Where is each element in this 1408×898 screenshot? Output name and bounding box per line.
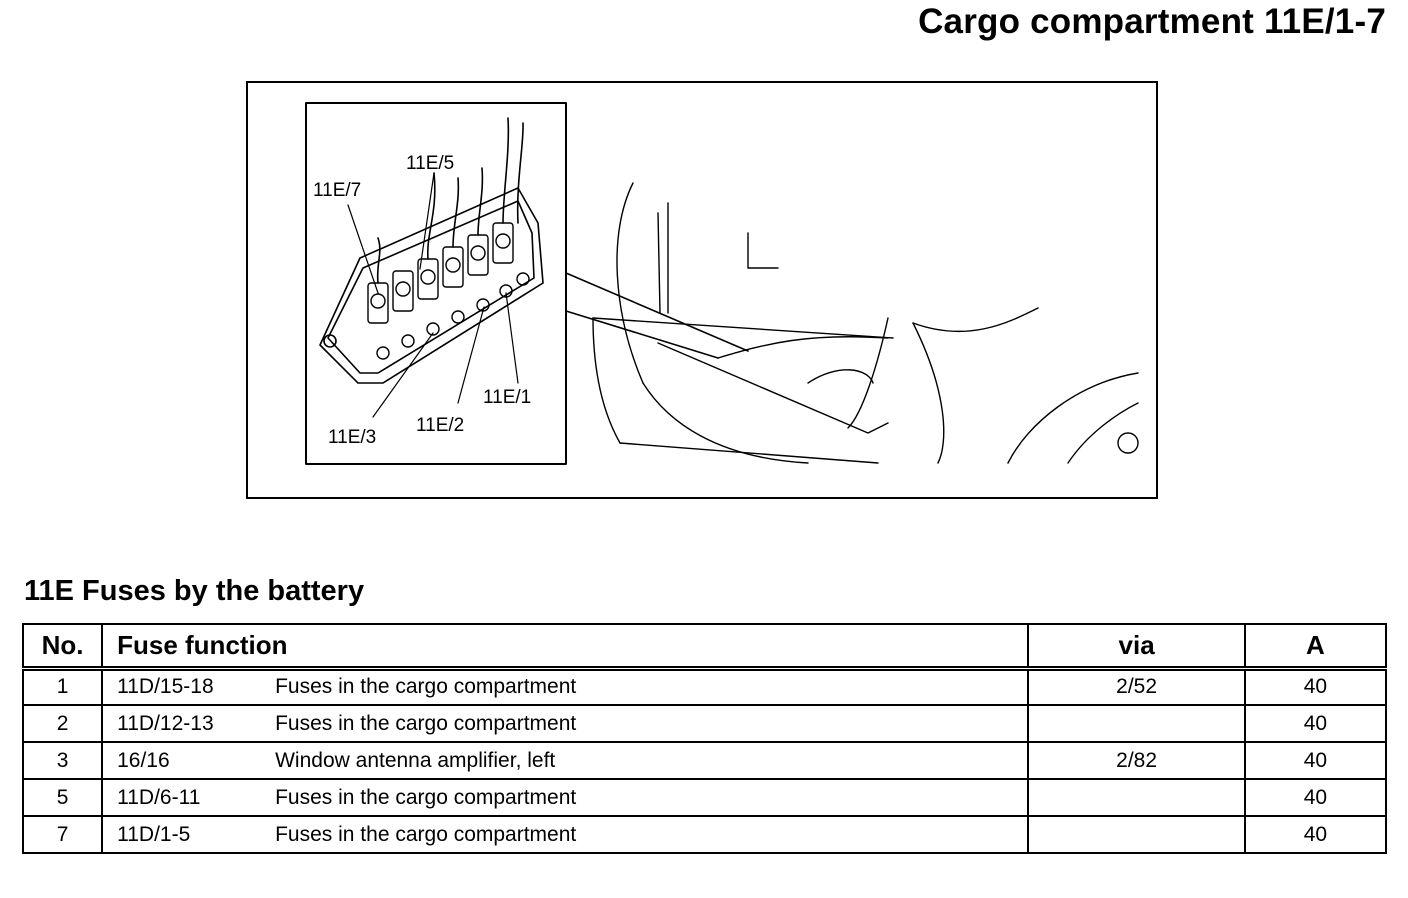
- row-no: 7: [21, 815, 104, 854]
- row-ref: 11D/12-13: [117, 711, 214, 735]
- row-via: [1027, 778, 1246, 817]
- row-function: 16/16 Window antenna amplifier, left: [101, 741, 1030, 780]
- label-11e1: 11E/1: [483, 387, 532, 408]
- label-11e5: 11E/5: [406, 153, 455, 174]
- row-function: 11D/12-13 Fuses in the cargo compartment: [101, 704, 1030, 743]
- car-rear-drawing: [592, 182, 1139, 464]
- row-amp: 40: [1243, 778, 1388, 817]
- row-ref: 16/16: [117, 748, 170, 772]
- row-function: 11D/1-5 Fuses in the cargo compartment: [101, 815, 1030, 854]
- row-desc: Fuses in the cargo compartment: [275, 785, 577, 809]
- header-via: via: [1027, 623, 1246, 671]
- row-ref: 11D/6-11: [117, 785, 201, 809]
- row-via: [1027, 815, 1246, 854]
- table-row: 3 16/16 Window antenna amplifier, left 2/…: [21, 741, 1388, 780]
- label-leader-lines: [347, 172, 519, 418]
- row-via: 2/52: [1027, 667, 1246, 706]
- row-no: 1: [21, 667, 104, 706]
- label-11e7: 11E/7: [313, 180, 362, 201]
- fuse-box-drawing: [319, 117, 544, 384]
- fuse-location-illustration: 11E/7 11E/5 11E/3 11E/2 11E/1: [246, 81, 1158, 499]
- label-11e3: 11E/3: [328, 427, 377, 448]
- page-title: Cargo compartment 11E/1-7: [918, 2, 1386, 41]
- row-desc: Window antenna amplifier, left: [275, 748, 556, 772]
- table-row: 2 11D/12-13 Fuses in the cargo compartmen…: [21, 704, 1388, 743]
- row-ref: 11D/15-18: [117, 675, 214, 699]
- row-via: 2/82: [1027, 741, 1246, 780]
- row-amp: 40: [1243, 741, 1388, 780]
- row-via: [1027, 704, 1246, 743]
- header-amp: A: [1243, 623, 1388, 671]
- table-row: 1 11D/15-18 Fuses in the cargo compartmen…: [21, 667, 1388, 706]
- fuse-diagram-drawing: [305, 102, 1139, 465]
- header-function: Fuse function: [101, 623, 1030, 671]
- inset-detail-box: [305, 102, 567, 465]
- table-header-row: No. Fuse function via A: [21, 623, 1388, 671]
- zoom-line-bottom: [565, 310, 719, 359]
- row-no: 2: [21, 704, 104, 743]
- row-function: 11D/15-18 Fuses in the cargo compartment: [101, 667, 1030, 706]
- row-desc: Fuses in the cargo compartment: [275, 711, 577, 735]
- row-no: 5: [21, 778, 104, 817]
- row-function: 11D/6-11 Fuses in the cargo compartment: [101, 778, 1030, 817]
- row-amp: 40: [1243, 704, 1388, 743]
- row-amp: 40: [1243, 667, 1388, 706]
- zoom-line-top: [565, 272, 749, 352]
- header-no: No.: [21, 623, 104, 671]
- table-row: 5 11D/6-11 Fuses in the cargo compartment…: [21, 778, 1388, 817]
- row-desc: Fuses in the cargo compartment: [275, 822, 577, 846]
- row-desc: Fuses in the cargo compartment: [275, 675, 577, 699]
- label-11e2: 11E/2: [416, 415, 465, 436]
- section-title: 11E Fuses by the battery: [24, 575, 365, 607]
- row-amp: 40: [1243, 815, 1388, 854]
- row-ref: 11D/1-5: [117, 822, 191, 846]
- row-no: 3: [21, 741, 104, 780]
